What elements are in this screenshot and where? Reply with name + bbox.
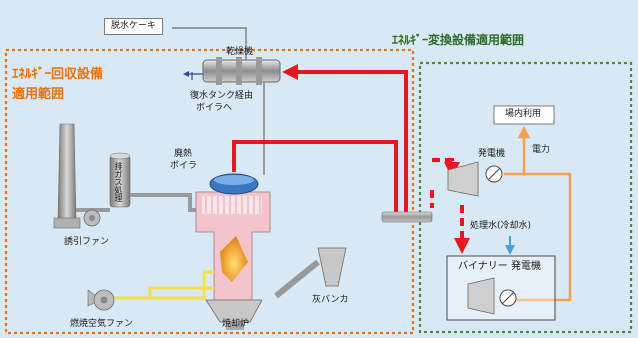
exhaust-treatment-label: 排ガス処理 xyxy=(114,162,123,202)
combustion-air-fan xyxy=(87,289,115,311)
electric-power-label: 電力 xyxy=(532,145,551,155)
incinerator-hopper xyxy=(205,299,263,330)
recovery-scope-boundary xyxy=(4,48,415,335)
onsite-use-label: 場内利用 xyxy=(505,109,542,119)
combustion-air-line xyxy=(114,270,214,300)
dryer-unit xyxy=(202,57,281,85)
steam-from-boiler-line xyxy=(232,140,398,212)
steam-header-pipe xyxy=(381,211,433,223)
power-to-onsite-line xyxy=(504,125,531,176)
onsite-use-box xyxy=(493,105,555,125)
recovery-scope-title-2: 適用範囲 xyxy=(12,87,65,102)
flue-duct xyxy=(76,193,196,212)
generator-label: 発電機 xyxy=(478,149,506,159)
steam-to-generator-line xyxy=(432,158,460,178)
incinerator-label: 焼却炉 xyxy=(222,319,250,329)
steam-to-dryer-line xyxy=(282,64,408,212)
binary-generator-label: バイナリー 発電機 xyxy=(458,261,541,272)
induced-fan xyxy=(83,209,101,227)
ash-bunker-label: 灰バンカ xyxy=(312,295,349,305)
binary-turbine xyxy=(467,277,495,315)
stack xyxy=(53,123,81,229)
ash-bunker xyxy=(274,247,347,299)
binary-generator-symbol xyxy=(499,289,517,307)
exhaust-treatment-tower xyxy=(109,152,131,208)
to-boiler-label: ボイラへ xyxy=(196,103,233,113)
treated-water-label: 処理水(冷却水) xyxy=(470,221,532,231)
dewatered-cake-label: 脱水ケーキ xyxy=(104,18,164,35)
boiler-drum xyxy=(209,173,259,195)
waste-heat-boiler-label: 廃熱 xyxy=(174,149,193,159)
steam-to-binary-line xyxy=(430,190,462,246)
power-binary-line xyxy=(510,172,572,302)
recovery-scope-title: ｴﾈﾙｷﾞｰ回収設備 xyxy=(12,67,104,82)
binary-generator-box xyxy=(446,255,556,321)
steam-turbine xyxy=(447,161,479,197)
conversion-scope-title: ｴﾈﾙｷﾞｰ変換設備適用範囲 xyxy=(392,33,525,47)
dryer-label: 乾燥機 xyxy=(226,47,254,57)
boiler-incinerator-body xyxy=(195,191,271,301)
waste-heat-boiler-label-2: ボイラ xyxy=(170,161,198,171)
generator-symbol xyxy=(485,165,503,183)
combustion-fan-label: 燃焼空気ファン xyxy=(70,319,134,329)
condensate-return-label: 復水タンク経由 xyxy=(190,91,254,101)
cake-feed-line xyxy=(172,27,247,60)
induced-fan-label: 誘引ファン xyxy=(64,237,110,247)
